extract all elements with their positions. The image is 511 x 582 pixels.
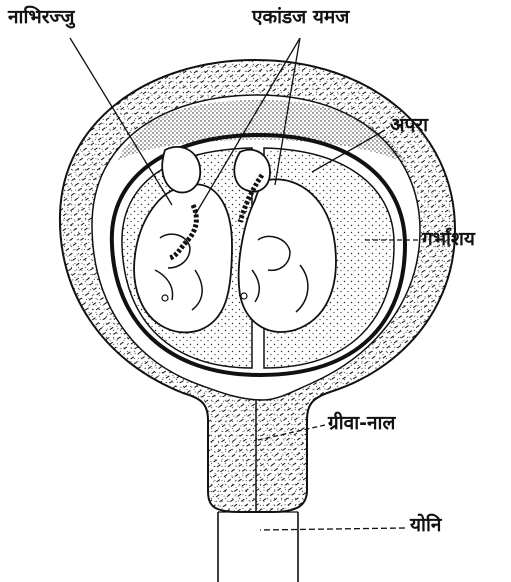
label-vagina: योनि bbox=[410, 516, 441, 535]
vagina bbox=[218, 512, 298, 582]
label-identical-twins: एकांडज यमज bbox=[252, 8, 349, 27]
label-uterus: गर्भाशय bbox=[422, 230, 475, 249]
label-placenta: अपरा bbox=[390, 116, 428, 135]
leader-vagina bbox=[260, 528, 405, 530]
label-cervical-canal: ग्रीवा-नाल bbox=[328, 414, 395, 433]
label-umbilical-cord: नाभिरज्जु bbox=[8, 8, 74, 27]
